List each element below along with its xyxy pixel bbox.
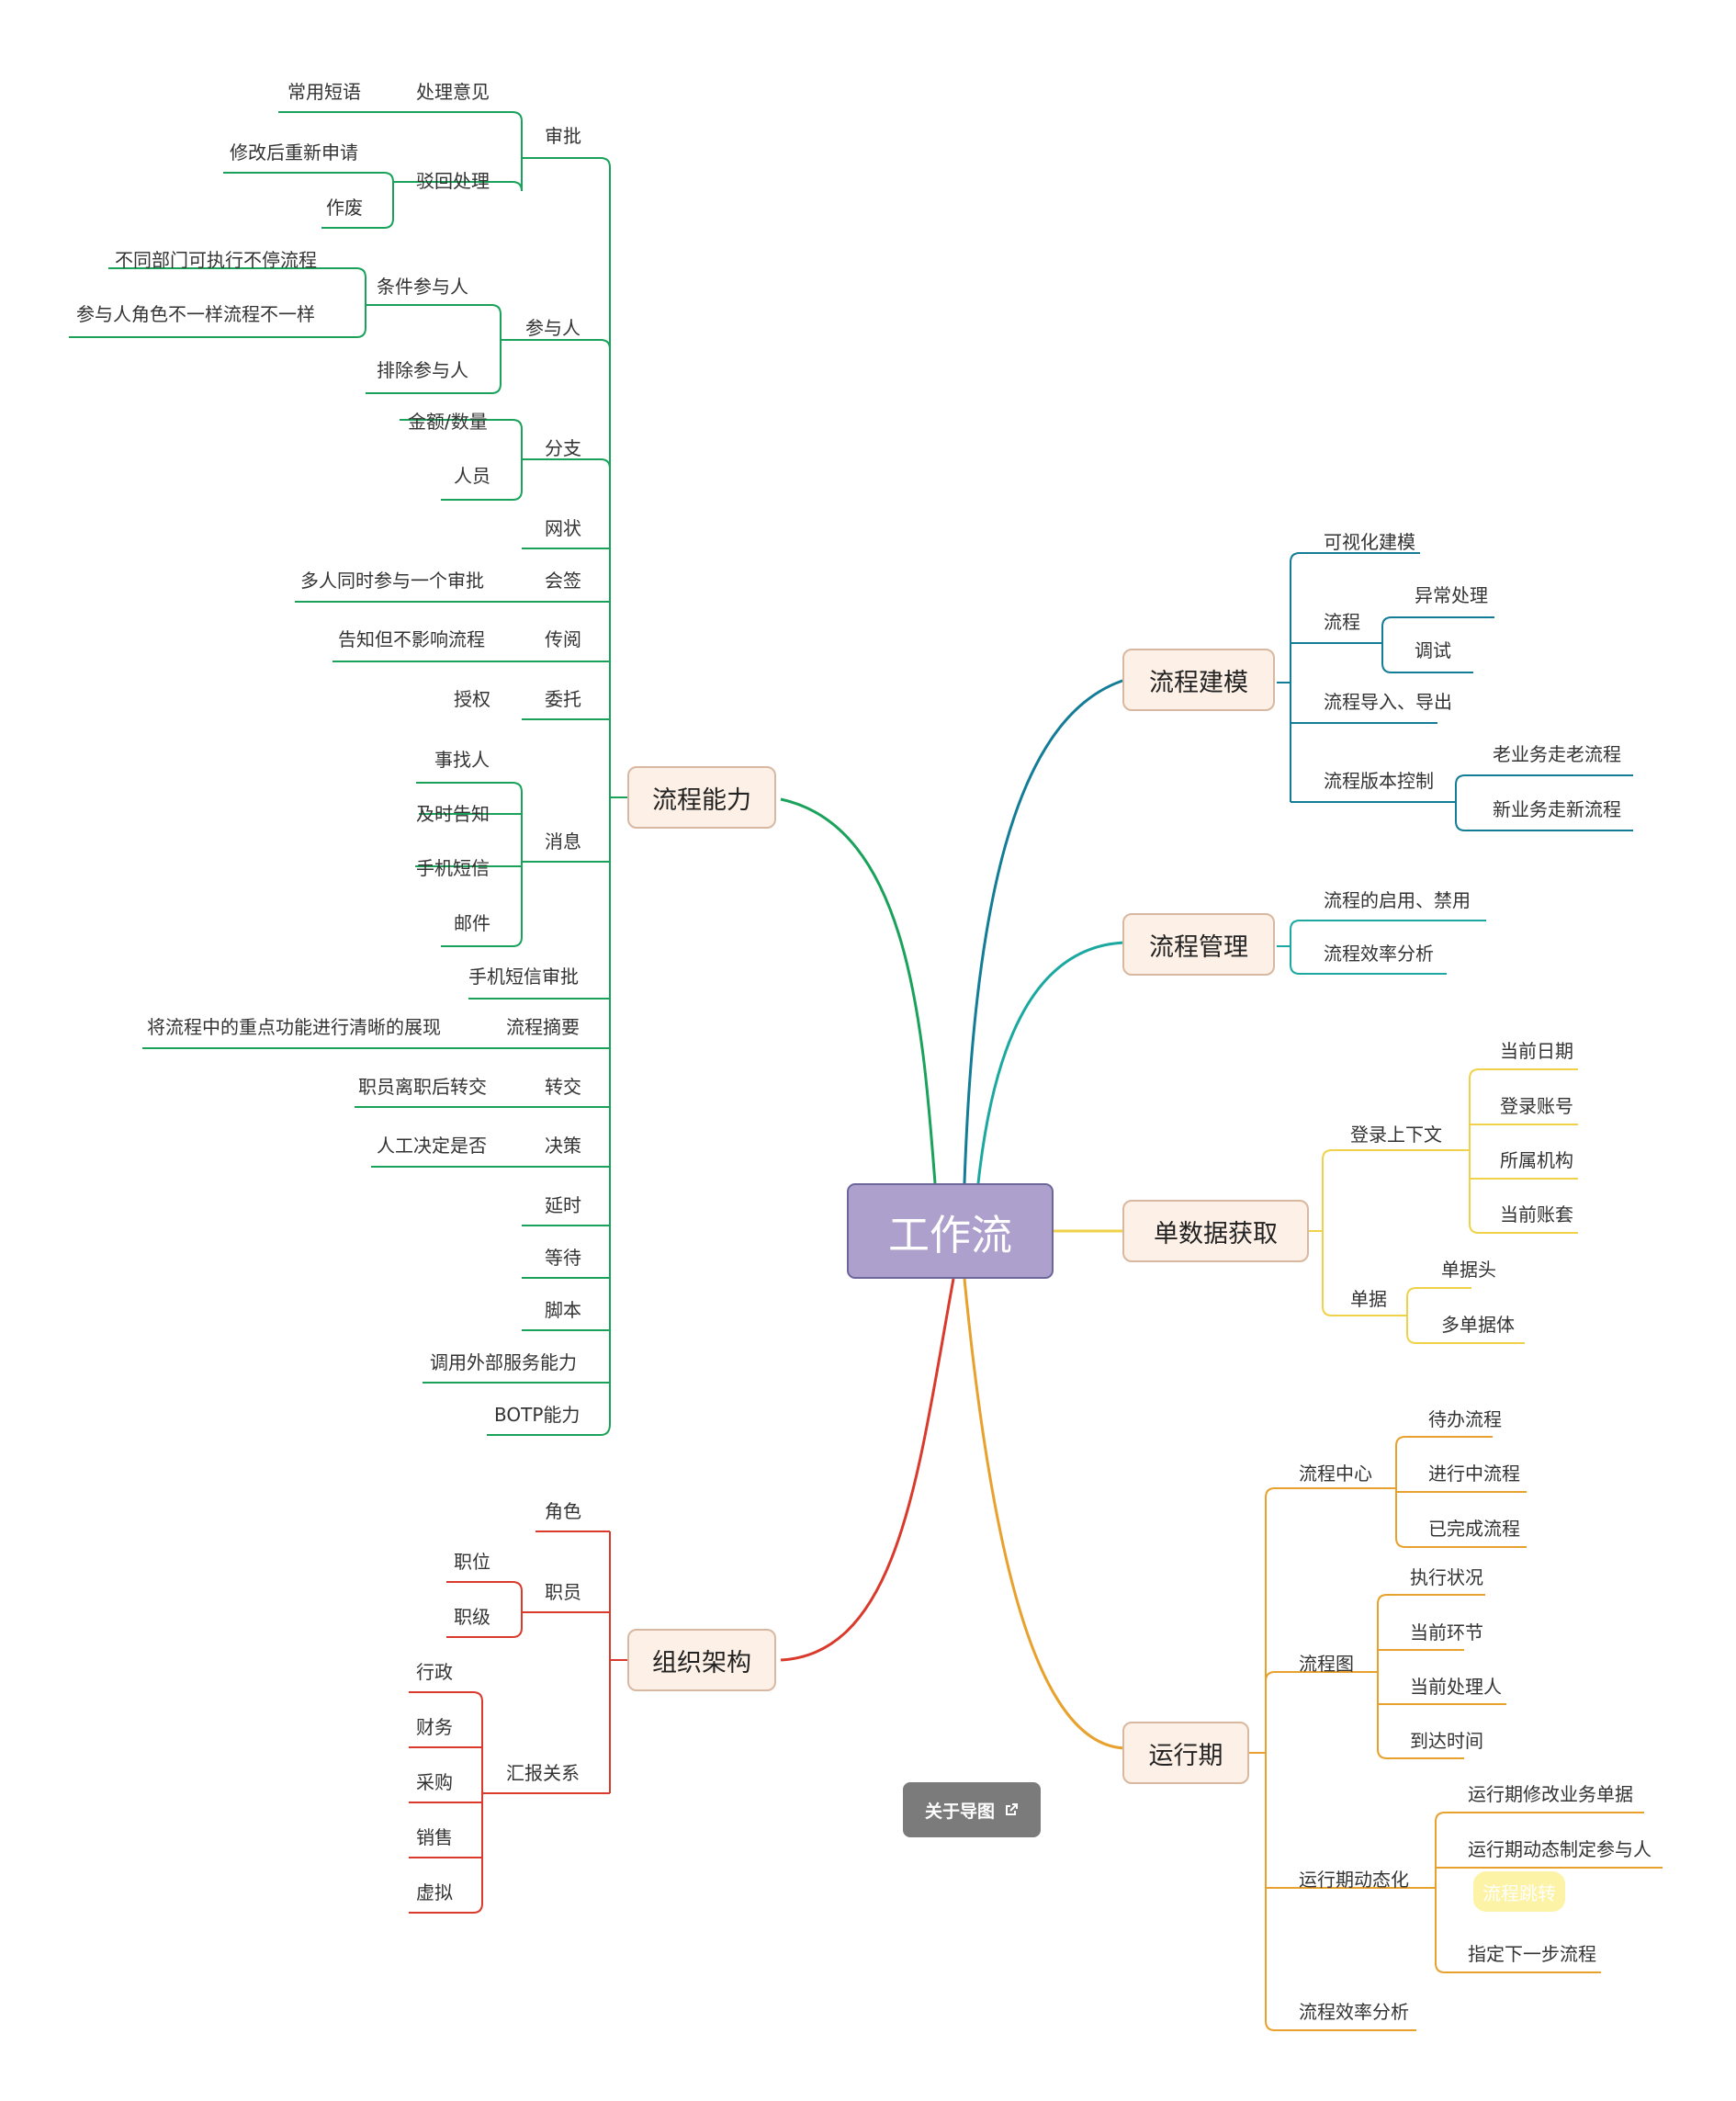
node-exec-status[interactable]: 执行状况	[1410, 1566, 1483, 1588]
node-runtime-dynamic[interactable]: 运行期动态化	[1299, 1869, 1409, 1891]
node-sms[interactable]: 手机短信	[416, 857, 490, 879]
branch-process-modeling[interactable]: 流程建模	[1122, 649, 1275, 711]
node-decision-desc[interactable]: 人工决定是否	[377, 1135, 487, 1157]
node-org[interactable]: 所属机构	[1500, 1149, 1573, 1171]
node-mesh[interactable]: 网状	[545, 517, 581, 539]
node-report-finance[interactable]: 财务	[416, 1716, 453, 1738]
node-handover[interactable]: 转交	[545, 1076, 581, 1098]
flow-jump-tooltip-label: 流程跳转	[1482, 1881, 1556, 1904]
node-sms-approval[interactable]: 手机短信审批	[468, 966, 579, 988]
node-efficiency-analysis-runtime[interactable]: 流程效率分析	[1299, 2001, 1409, 2023]
node-botp[interactable]: BOTP能力	[494, 1404, 581, 1426]
node-handling-opinion[interactable]: 处理意见	[416, 81, 490, 103]
node-flow-chart[interactable]: 流程图	[1299, 1653, 1354, 1675]
node-exception[interactable]: 异常处理	[1415, 584, 1488, 606]
node-todo[interactable]: 待办流程	[1428, 1408, 1502, 1430]
node-circulate-desc[interactable]: 告知但不影响流程	[338, 628, 485, 650]
node-countersign-desc[interactable]: 多人同时参与一个审批	[300, 570, 484, 592]
node-script[interactable]: 脚本	[545, 1299, 581, 1321]
node-current-book[interactable]: 当前账套	[1500, 1203, 1573, 1226]
node-bill-body[interactable]: 多单据体	[1441, 1314, 1515, 1336]
node-exclude-participants[interactable]: 排除参与人	[377, 359, 468, 381]
node-amount[interactable]: 金额/数量	[408, 411, 488, 433]
node-grade[interactable]: 职级	[454, 1606, 490, 1628]
node-current-handler[interactable]: 当前处理人	[1410, 1676, 1502, 1698]
node-notify[interactable]: 及时告知	[416, 803, 490, 825]
node-find-person[interactable]: 事找人	[434, 749, 490, 771]
node-approval[interactable]: 审批	[545, 125, 581, 147]
node-enable-disable[interactable]: 流程的启用、禁用	[1324, 889, 1471, 911]
branch-process-management[interactable]: 流程管理	[1122, 913, 1275, 976]
root-node[interactable]: 工作流	[847, 1183, 1054, 1279]
node-void[interactable]: 作废	[326, 197, 363, 219]
node-report-admin[interactable]: 行政	[416, 1661, 453, 1683]
node-role[interactable]: 角色	[545, 1500, 581, 1522]
node-branch[interactable]: 分支	[545, 437, 581, 459]
node-report-purchase[interactable]: 采购	[416, 1771, 453, 1793]
branch-process-capability[interactable]: 流程能力	[627, 766, 776, 829]
node-decision[interactable]: 决策	[545, 1135, 581, 1157]
node-mail[interactable]: 邮件	[454, 912, 490, 934]
node-current-date[interactable]: 当前日期	[1500, 1040, 1573, 1062]
node-visual-modeling[interactable]: 可视化建模	[1324, 531, 1415, 553]
node-process-center[interactable]: 流程中心	[1299, 1463, 1372, 1485]
about-mindmap-button[interactable]: 关于导图	[903, 1782, 1041, 1837]
node-circulate[interactable]: 传阅	[545, 628, 581, 650]
node-bill-header[interactable]: 单据头	[1441, 1259, 1496, 1281]
external-link-icon	[1006, 1803, 1018, 1815]
node-new-flow[interactable]: 新业务走新流程	[1493, 798, 1621, 820]
node-person[interactable]: 人员	[454, 465, 490, 487]
node-bill[interactable]: 单据	[1350, 1288, 1387, 1310]
node-message[interactable]: 消息	[545, 830, 581, 853]
branch-runtime[interactable]: 运行期	[1122, 1722, 1249, 1784]
node-modify-bill[interactable]: 运行期修改业务单据	[1468, 1783, 1633, 1805]
branch-data-fetch[interactable]: 单数据获取	[1122, 1200, 1309, 1262]
flow-jump-tooltip: 流程跳转	[1473, 1871, 1565, 1912]
node-debug[interactable]: 调试	[1415, 639, 1451, 661]
node-arrival-time[interactable]: 到达时间	[1410, 1730, 1483, 1752]
node-conditional-participants[interactable]: 条件参与人	[377, 276, 468, 298]
node-summary-desc[interactable]: 将流程中的重点功能进行清晰的展现	[147, 1016, 441, 1038]
node-report-virtual[interactable]: 虚拟	[416, 1881, 453, 1903]
node-old-flow[interactable]: 老业务走老流程	[1493, 743, 1621, 765]
node-delegate[interactable]: 委托	[545, 688, 581, 710]
node-dynamic-participant[interactable]: 运行期动态制定参与人	[1468, 1838, 1651, 1860]
node-staff[interactable]: 职员	[545, 1581, 581, 1603]
node-external-service[interactable]: 调用外部服务能力	[430, 1351, 577, 1373]
node-summary[interactable]: 流程摘要	[506, 1016, 580, 1038]
node-flow[interactable]: 流程	[1324, 611, 1360, 633]
node-version-control[interactable]: 流程版本控制	[1324, 770, 1434, 792]
node-delay[interactable]: 延时	[545, 1194, 581, 1216]
node-report-sales[interactable]: 销售	[416, 1826, 453, 1848]
node-current-step[interactable]: 当前环节	[1410, 1621, 1483, 1644]
about-mindmap-label: 关于导图	[924, 1801, 995, 1822]
node-position[interactable]: 职位	[454, 1551, 490, 1573]
node-participants[interactable]: 参与人	[525, 317, 581, 339]
node-diff-dept[interactable]: 不同部门可执行不停流程	[115, 249, 317, 271]
node-next-step[interactable]: 指定下一步流程	[1468, 1943, 1596, 1965]
node-import-export[interactable]: 流程导入、导出	[1324, 691, 1452, 713]
node-login-account[interactable]: 登录账号	[1500, 1095, 1573, 1117]
node-completed[interactable]: 已完成流程	[1428, 1518, 1520, 1540]
branch-org-structure[interactable]: 组织架构	[627, 1629, 776, 1691]
node-login-context[interactable]: 登录上下文	[1350, 1124, 1442, 1146]
node-resubmit[interactable]: 修改后重新申请	[230, 141, 358, 164]
node-wait[interactable]: 等待	[545, 1247, 581, 1269]
node-handover-desc[interactable]: 职员离职后转交	[358, 1076, 487, 1098]
node-in-progress[interactable]: 进行中流程	[1428, 1463, 1520, 1485]
node-report-relation[interactable]: 汇报关系	[506, 1762, 580, 1784]
node-efficiency-analysis-mgmt[interactable]: 流程效率分析	[1324, 943, 1434, 965]
node-reject[interactable]: 驳回处理	[416, 170, 490, 192]
node-delegate-desc[interactable]: 授权	[454, 688, 490, 710]
node-common-phrases[interactable]: 常用短语	[287, 81, 361, 103]
node-diff-role[interactable]: 参与人角色不一样流程不一样	[76, 303, 315, 325]
node-countersign[interactable]: 会签	[545, 570, 581, 592]
